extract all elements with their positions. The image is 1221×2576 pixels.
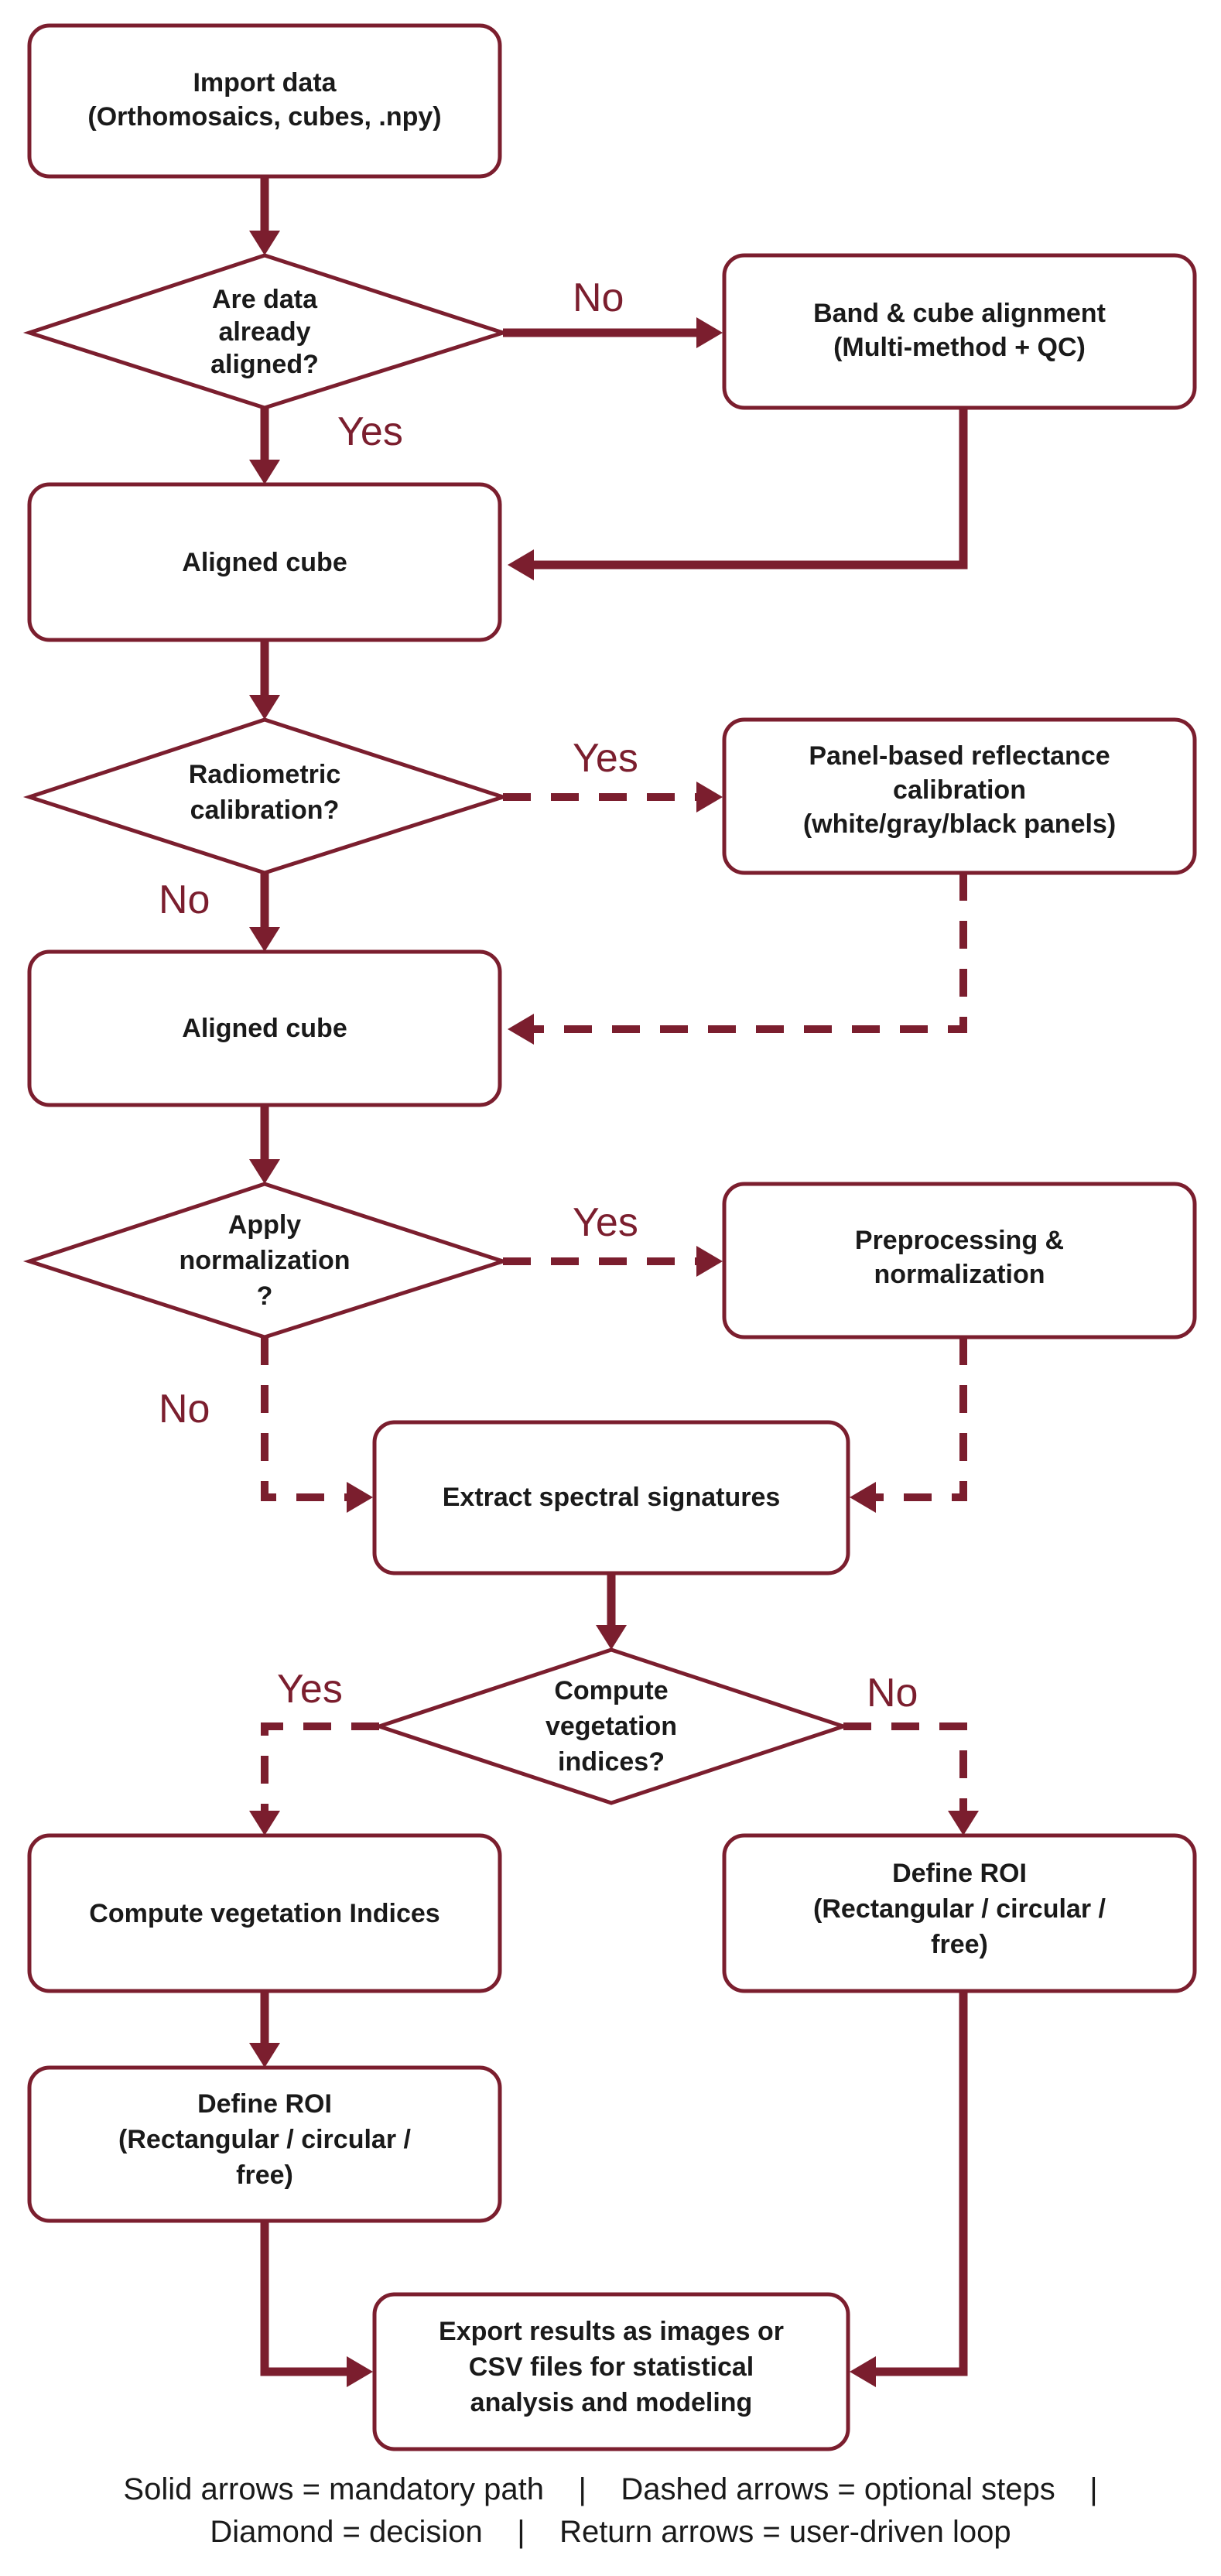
decision-label: already [218,317,310,347]
edge-label-vegetation-yes: Yes [277,1667,343,1712]
node-import-data: Import data (Orthomosaics, cubes, .npy) [27,23,502,179]
edge-label-radiometric-yes: Yes [573,736,638,781]
arrowhead [249,460,280,484]
arrow-roi-left-to-export [260,2221,348,2376]
arrowhead [696,782,723,812]
decision-label: indices? [558,1747,665,1777]
node-export-results: Export results as images or CSV files fo… [372,2292,850,2451]
decision-label: normalization [179,1246,350,1275]
node-compute-vegetation-indices: Compute vegetation Indices [27,1833,502,1993]
node-label: free) [931,1930,988,1959]
node-panel-reflectance-calibration: Panel-based reflectance calibration (whi… [722,717,1197,875]
arrowhead [249,231,280,255]
arrowhead [249,927,280,952]
arrowhead [347,1482,373,1513]
decision-compute-vegetation-indices: Compute vegetation indices? [373,1647,850,1805]
decision-label: Apply [228,1210,302,1240]
arrowhead [696,317,723,348]
node-label: normalization [874,1260,1045,1289]
node-label: Aligned cube [182,1014,347,1043]
arrow-vegetation-yes [261,1722,379,1815]
decision-label: aligned? [210,350,319,379]
arrowhead [347,2356,373,2387]
node-label: (Multi-method + QC) [833,333,1086,362]
edge-label-aligned-yes: Yes [337,409,403,454]
flowchart: Import data (Orthomosaics, cubes, .npy) … [22,23,1197,2451]
decision-label: Are data [212,285,318,314]
node-define-roi-right: Define ROI (Rectangular / circular / fre… [722,1833,1197,1993]
edge-label-vegetation-no: No [867,1671,918,1716]
node-label: Extract spectral signatures [443,1483,781,1512]
node-label: free) [236,2160,293,2190]
node-label: Preprocessing & [855,1226,1064,1255]
node-label: Aligned cube [182,548,347,577]
node-band-cube-alignment: Band & cube alignment (Multi-method + QC… [722,253,1197,410]
node-label: (Rectangular / circular / [813,1894,1106,1924]
node-label: calibration [893,775,1026,805]
arrow-preprocess-to-extract [874,1337,967,1501]
arrowhead [249,695,280,720]
node-label: (white/gray/black panels) [803,809,1116,839]
arrowhead [249,1159,280,1184]
decision-apply-normalization: Apply normalization ? [22,1182,510,1339]
decision-label: Radiometric [189,760,341,789]
node-label: Compute vegetation Indices [89,1899,439,1928]
decision-radiometric-calibration: Radiometric calibration? [22,717,510,875]
arrowhead [850,1482,876,1513]
edge-label-normalization-yes: Yes [573,1200,638,1245]
arrowhead [850,2356,876,2387]
arrow-roi-right-to-export [874,1991,968,2376]
arrow-normalization-no [261,1337,348,1501]
node-label: Export results as images or [439,2317,784,2346]
node-label: (Rectangular / circular / [118,2125,411,2154]
node-label: Band & cube alignment [813,299,1106,328]
edge-label-radiometric-no: No [159,877,210,922]
arrowhead [508,1014,534,1045]
edge-label-normalization-no: No [159,1387,210,1432]
arrowhead [249,1811,280,1835]
arrowhead [696,1246,723,1277]
node-label: analysis and modeling [470,2388,753,2417]
node-extract-spectral-signatures: Extract spectral signatures [372,1420,850,1575]
decision-label: Compute [554,1676,668,1705]
decision-label: calibration? [190,795,340,825]
node-label: Panel-based reflectance [809,741,1110,771]
node-label: Import data [193,68,337,97]
node-define-roi-left: Define ROI (Rectangular / circular / fre… [27,2065,502,2223]
arrow-vegetation-no [843,1722,967,1815]
node-preprocessing-normalization: Preprocessing & normalization [722,1182,1197,1339]
node-label: (Orthomosaics, cubes, .npy) [87,102,441,132]
node-aligned-cube-1: Aligned cube [27,482,502,642]
connectors [249,176,979,2387]
arrow-panel-calib-return [534,873,967,1033]
arrowhead [948,1811,979,1835]
decision-data-aligned: Are data already aligned? [22,253,510,410]
decision-label: vegetation [546,1712,677,1741]
arrow-band-align-return [534,408,968,570]
legend-line-1: Solid arrows = mandatory path | Dashed a… [123,2472,1098,2506]
node-label: Define ROI [197,2089,332,2119]
node-aligned-cube-2: Aligned cube [27,949,502,1107]
decision-label: ? [257,1281,273,1311]
edge-label-aligned-no: No [573,275,624,320]
node-label: CSV files for statistical [469,2352,754,2382]
arrowhead [508,549,534,580]
arrowhead [596,1625,627,1650]
legend-line-2: Diamond = decision | Return arrows = use… [210,2515,1011,2549]
arrowhead [249,2043,280,2068]
node-label: Define ROI [892,1859,1027,1888]
